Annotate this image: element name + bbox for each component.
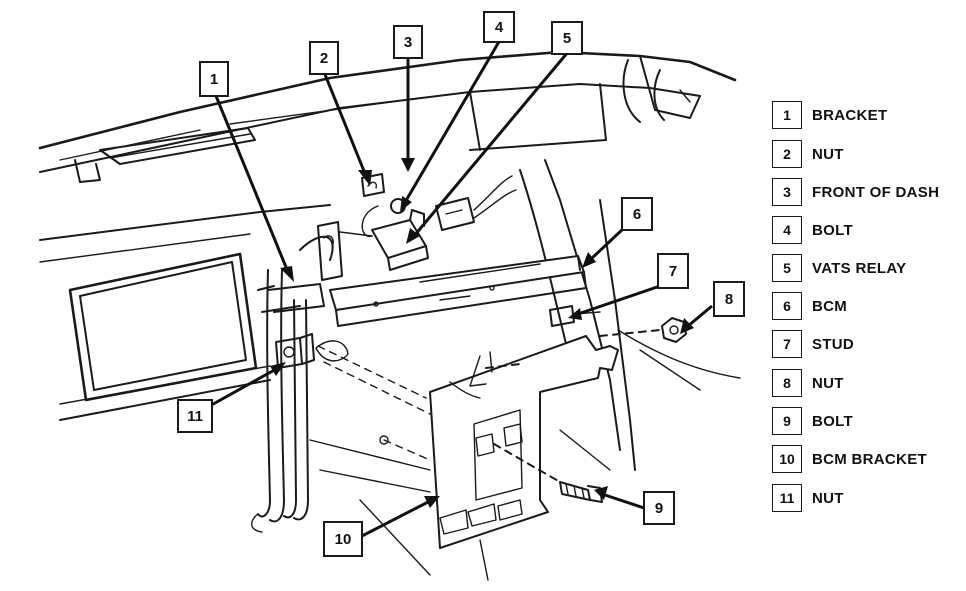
legend-row: 4 BOLT: [772, 215, 853, 245]
svg-text:9: 9: [655, 500, 663, 517]
svg-text:3: 3: [404, 34, 412, 51]
legend-number: 2: [772, 140, 802, 168]
nut-2-part: [361, 173, 385, 197]
legend-row: 1 BRACKET: [772, 100, 887, 130]
legend-number: 8: [772, 369, 802, 397]
legend-number: 5: [772, 254, 802, 282]
callout-11: 11: [177, 399, 213, 433]
alignment-lines: [315, 340, 431, 461]
legend-row: 8 NUT: [772, 368, 844, 398]
callout-9: 9: [643, 491, 675, 525]
legend-label: FRONT OF DASH: [812, 183, 940, 201]
callout-7: 7: [657, 253, 689, 289]
wiring-harness-left: [251, 235, 334, 533]
svg-text:4: 4: [495, 19, 504, 36]
bcm-bracket-part: [429, 335, 619, 549]
legend-number: 4: [772, 216, 802, 244]
legend-row: 6 BCM: [772, 291, 847, 321]
callout-1: 1: [199, 61, 229, 97]
legend-number: 6: [772, 292, 802, 320]
svg-text:1: 1: [210, 71, 218, 88]
legend-number: 1: [772, 101, 802, 129]
legend-row: 9 BOLT: [772, 406, 853, 436]
legend-row: 10 BCM BRACKET: [772, 444, 927, 474]
callout-6: 6: [621, 197, 653, 231]
legend-label: BOLT: [812, 412, 853, 430]
bracket-1: [257, 221, 343, 313]
legend-label: BOLT: [812, 221, 853, 239]
legend-label: BCM: [812, 297, 848, 315]
callout-2: 2: [309, 41, 339, 75]
legend-label: STUD: [812, 335, 855, 353]
vats-relay-part: [339, 175, 517, 271]
legend-number: 10: [772, 445, 802, 473]
legend-row: 11 NUT: [772, 483, 844, 513]
dash-top-surface: [38, 50, 737, 183]
legend-row: 2 NUT: [772, 139, 844, 169]
legend-row: 3 FRONT OF DASH: [772, 177, 939, 207]
svg-text:5: 5: [563, 30, 571, 47]
legend-label: BCM BRACKET: [812, 450, 927, 468]
legend-number: 11: [772, 484, 802, 512]
svg-text:7: 7: [669, 263, 677, 280]
callout-5: 5: [551, 21, 583, 55]
callout-leaders: [205, 39, 713, 540]
bcm-module-part: [329, 255, 587, 327]
legend-label: NUT: [812, 374, 844, 392]
svg-text:8: 8: [725, 291, 733, 308]
svg-text:6: 6: [633, 206, 641, 223]
callout-8: 8: [713, 281, 745, 317]
callout-3: 3: [393, 25, 423, 59]
legend-number: 9: [772, 407, 802, 435]
svg-text:2: 2: [320, 50, 328, 67]
legend-number: 7: [772, 330, 802, 358]
dash-lower-body: [39, 159, 741, 581]
legend-number: 3: [772, 178, 802, 206]
svg-text:10: 10: [335, 531, 352, 548]
legend-label: VATS RELAY: [812, 259, 907, 277]
legend-label: BRACKET: [812, 106, 888, 124]
nut-11-part: [275, 333, 315, 369]
callout-10: 10: [323, 521, 363, 557]
callout-4: 4: [483, 11, 515, 43]
legend-label: NUT: [812, 489, 844, 507]
nut-8-part: [599, 317, 687, 343]
legend-row: 5 VATS RELAY: [772, 253, 906, 283]
legend-label: NUT: [812, 145, 844, 163]
svg-text:11: 11: [187, 408, 203, 425]
legend-row: 7 STUD: [772, 329, 854, 359]
